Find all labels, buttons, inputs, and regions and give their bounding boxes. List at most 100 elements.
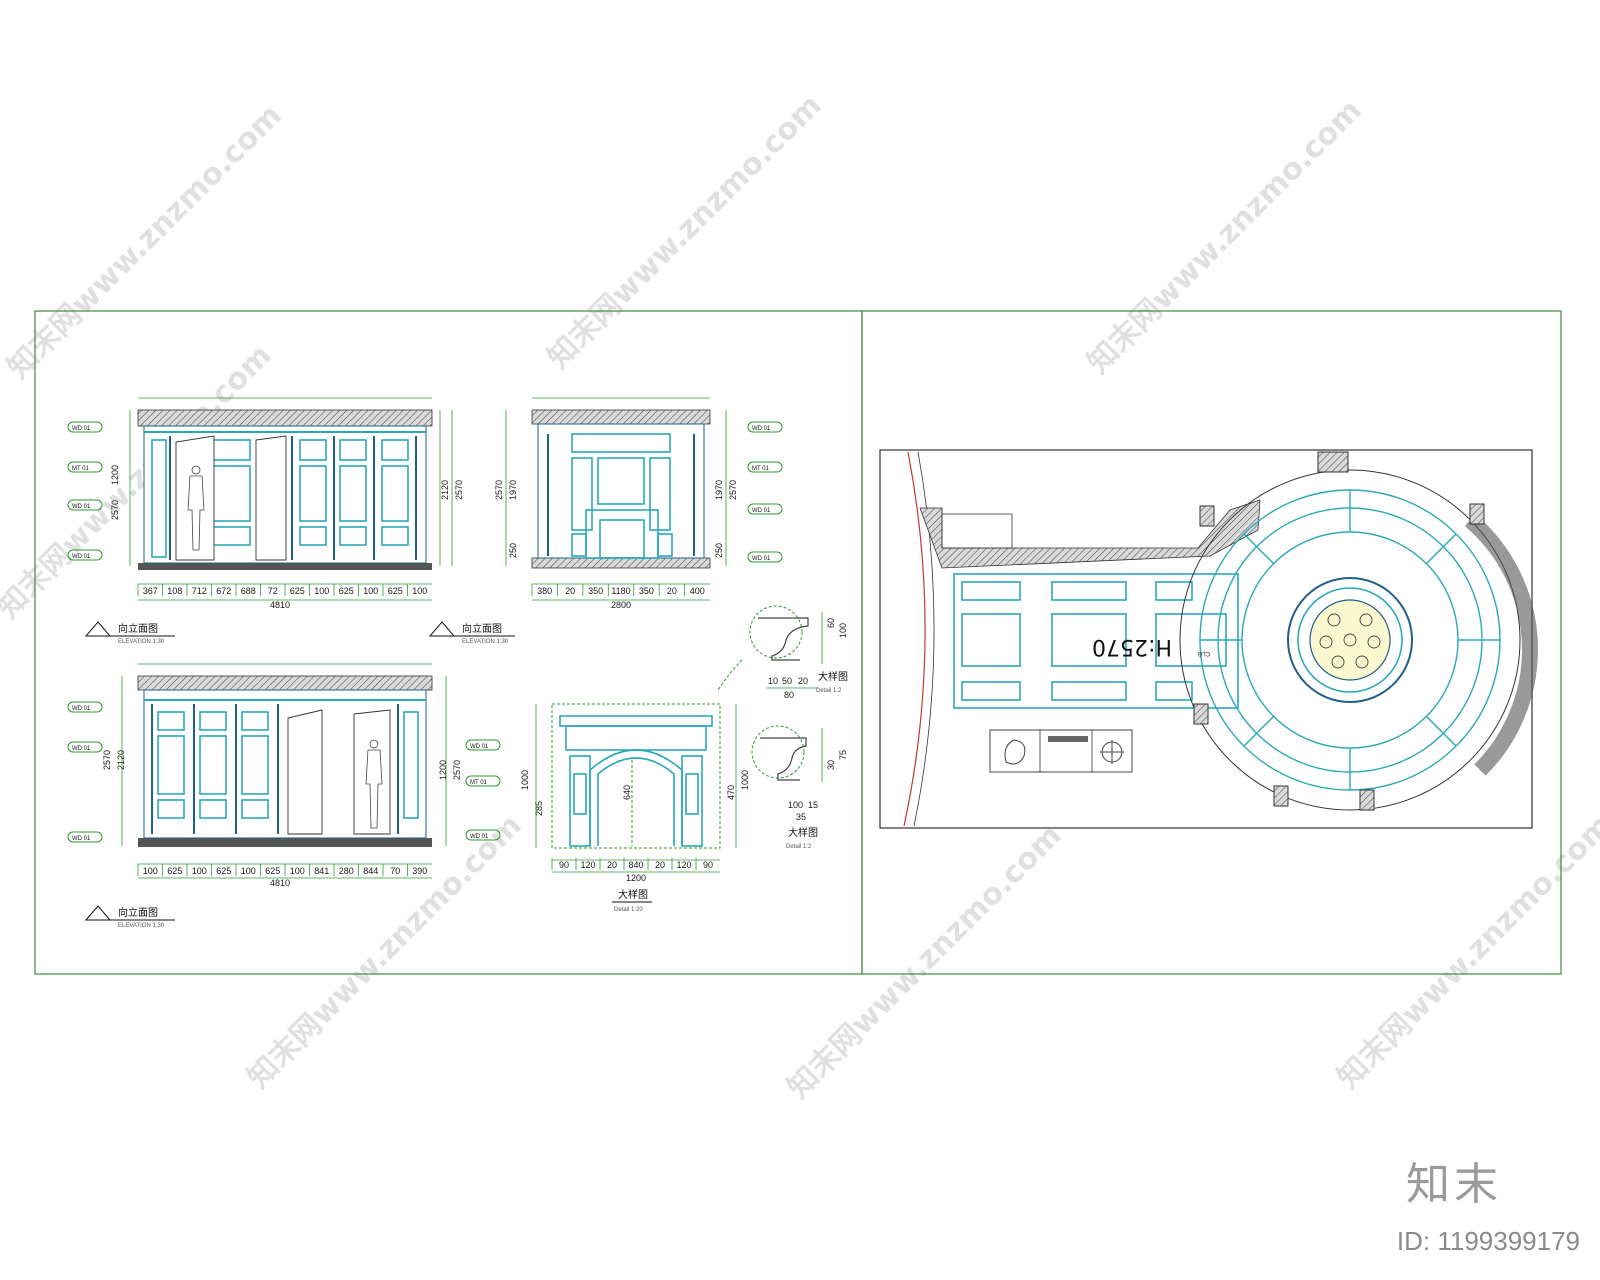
elev-b-right-dim-1: 1970 — [714, 480, 724, 500]
dimension-label: 72 — [268, 586, 278, 596]
dimension-label: 20 — [667, 586, 677, 596]
profile-top-dim-2: 100 — [838, 623, 848, 638]
dimension-label: 100 — [241, 866, 256, 876]
dimension-label: 1180 — [611, 586, 630, 596]
dimension-label: 100 — [314, 586, 329, 596]
svg-text:MT 01: MT 01 — [72, 466, 90, 472]
dimension-label: 400 — [690, 586, 705, 596]
dimension-label: 108 — [167, 586, 182, 596]
detail-left-dim-2: 285 — [534, 801, 544, 816]
profile-top-dim-5: 20 — [798, 676, 808, 686]
elev-b-total-dim: 2800 — [611, 600, 631, 610]
profile-bottom-subtitle: Detail 1:2 — [786, 844, 812, 850]
dimension-label: 20 — [565, 586, 575, 596]
elev-b-left-dim-3: 250 — [508, 543, 518, 558]
elev-b-right-dim-3: 250 — [714, 543, 724, 558]
svg-text:WD 01: WD 01 — [72, 554, 91, 560]
dimension-label: 367 — [143, 586, 158, 596]
svg-text:WD 01: WD 01 — [72, 504, 91, 510]
profile-top-dim-3: 10 — [768, 676, 778, 686]
svg-text:WD 01: WD 01 — [752, 508, 771, 514]
elev-c-title-block: 向立面图 ELEVATION 1:30 — [84, 905, 175, 929]
profile-top-dim-1: 60 — [826, 618, 836, 628]
profile-detail-top: 60 100 10 50 20 80 大样图 Detail 1:2 — [717, 605, 848, 700]
plan-height-tag: H:2570 CLG — [1092, 634, 1210, 659]
dimension-label: 625 — [265, 866, 280, 876]
dimension-label: 350 — [588, 586, 603, 596]
svg-text:WD 01: WD 01 — [72, 426, 91, 432]
plan-corridor-panels — [953, 573, 1239, 709]
elev-b-bottom-dims: 380 20 350 1180 350 20 400 — [531, 584, 705, 596]
elev-a-total-dim: 4810 — [270, 600, 290, 610]
dimension-label: 20 — [655, 860, 665, 870]
dimension-label: 390 — [412, 866, 427, 876]
dimension-label: 70 — [390, 866, 400, 876]
elev-c-right-dim-2: 1200 — [438, 760, 448, 780]
watermark-3: 知末网www.znzmo.com — [1081, 93, 1369, 381]
elev-a-door-left — [175, 435, 215, 561]
profile-bottom-dim-3: 100 — [788, 800, 803, 810]
plan-legend-box — [989, 729, 1133, 773]
dimension-label: 712 — [192, 586, 207, 596]
profile-bottom-dim-4: 15 — [808, 800, 818, 810]
dimension-label: 625 — [216, 866, 231, 876]
profile-top-dim-6: 80 — [784, 690, 794, 700]
elev-a-tags: WD 01 MT 01 WD 01 WD 01 — [67, 421, 103, 561]
detail-right-dim-2: 470 — [726, 785, 736, 800]
dimension-label: 380 — [537, 586, 552, 596]
detail-total-dim: 1200 — [626, 873, 646, 883]
elev-a-ceiling — [137, 409, 433, 427]
profile-bottom-title: 大样图 — [788, 826, 818, 839]
watermark-2: 知末网www.znzmo.com — [541, 88, 829, 376]
elev-c-door-left — [287, 709, 323, 835]
brand-logo: 知末 — [1406, 1159, 1502, 1210]
dimension-label: 350 — [639, 586, 654, 596]
detail-title-block: 大样图 Detail 1:20 — [612, 888, 652, 913]
elev-a-left-dim-2: 1200 — [110, 465, 120, 485]
detail-center-dim: 640 — [622, 785, 632, 800]
svg-text:WD 01: WD 01 — [72, 706, 91, 712]
plan-chandelier-zone — [1309, 599, 1391, 681]
dimension-label: 625 — [167, 866, 182, 876]
svg-text:向立面图: 向立面图 — [462, 622, 502, 635]
elev-a-door-right — [255, 435, 287, 561]
elev-c-tags: WD 01 WD 01 WD 01 WD 01 MT 01 WD 01 — [67, 701, 501, 843]
profile-detail-bottom: 75 30 100 15 35 大样图 Detail 1:2 — [751, 725, 848, 850]
svg-text:ELEVATION 1:30: ELEVATION 1:30 — [462, 639, 509, 645]
svg-text:向立面图: 向立面图 — [118, 906, 158, 919]
elev-c-right-dim-1: 2570 — [452, 760, 462, 780]
plan-tag-label: CLG — [1197, 650, 1210, 656]
dimension-label: 100 — [143, 866, 158, 876]
elev-a-right-dim-1: 2120 — [440, 480, 450, 500]
elev-a-title-block: 向立面图 ELEVATION 1:30 — [84, 621, 175, 645]
svg-text:WD 01: WD 01 — [470, 834, 489, 840]
profile-bottom-dim-1: 75 — [838, 750, 848, 760]
elev-b-title-block: 向立面图 ELEVATION 1:30 — [428, 621, 515, 645]
dimension-label: 100 — [290, 866, 305, 876]
dimension-label: 625 — [388, 586, 403, 596]
svg-text:WD 01: WD 01 — [72, 746, 91, 752]
watermark-6: 知末网www.znzmo.com — [781, 818, 1069, 1106]
dimension-label: 20 — [607, 860, 617, 870]
elev-c-left-dim-2: 2120 — [116, 750, 126, 770]
dimension-label: 625 — [339, 586, 354, 596]
dimension-label: 90 — [703, 860, 713, 870]
svg-text:WD 01: WD 01 — [72, 836, 91, 842]
svg-text:WD 01: WD 01 — [470, 744, 489, 750]
plan-light-fixtures — [1319, 613, 1381, 669]
profile-bottom-dim-5: 35 — [796, 812, 806, 822]
plan-curve-red — [903, 451, 926, 827]
dimension-label: 120 — [676, 860, 691, 870]
svg-text:WD 01: WD 01 — [752, 556, 771, 562]
svg-text:ELEVATION 1:30: ELEVATION 1:30 — [118, 923, 165, 929]
dimension-label: 841 — [314, 866, 329, 876]
elev-a-floor — [138, 563, 432, 570]
svg-text:向立面图: 向立面图 — [118, 622, 158, 635]
elev-c-total-dim: 4810 — [270, 878, 290, 888]
